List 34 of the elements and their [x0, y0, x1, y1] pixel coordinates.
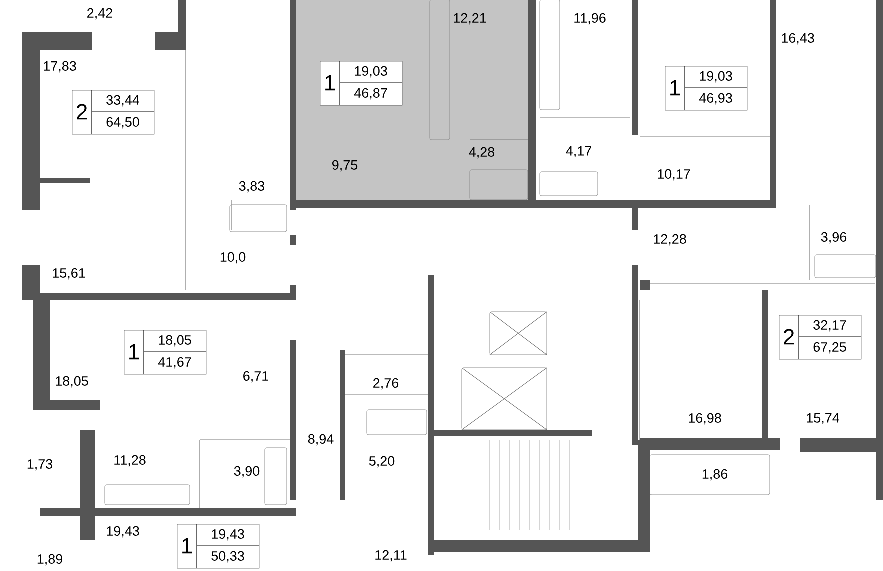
apartment-badge: 1 19,03 46,87 [320, 60, 403, 106]
room-area: 9,75 [332, 160, 358, 172]
room-area: 15,61 [53, 268, 86, 280]
apartment-badge: 1 19,43 50,33 [177, 524, 260, 569]
room-area: 4,17 [566, 146, 592, 158]
room-area: 1,73 [28, 459, 53, 471]
room-area: 5,20 [369, 456, 395, 468]
room-area: 12,28 [654, 234, 686, 246]
room-area: 12,11 [376, 550, 407, 562]
room-area: 18,05 [56, 376, 88, 388]
room-area: 4,28 [469, 147, 495, 159]
room-area: 19,43 [107, 526, 140, 538]
room-area: 15,74 [807, 414, 840, 424]
apartment-badge: 2 32,17 67,25 [779, 314, 862, 360]
room-area: 3,83 [239, 181, 265, 193]
room-area: 1,86 [702, 469, 728, 481]
room-area: 11,96 [574, 13, 606, 25]
room-area: 2,76 [374, 378, 399, 390]
room-area: 3,96 [821, 232, 847, 244]
room-area: 10,17 [658, 169, 690, 181]
room-area: 10,0 [220, 252, 246, 264]
room-area: 3,90 [234, 466, 260, 478]
apartment-badge: 2 33,44 64,50 [72, 90, 155, 135]
room-area: 1,89 [38, 554, 62, 566]
room-area: 8,94 [308, 434, 334, 446]
apartment-badge: 1 18,05 41,67 [124, 330, 207, 375]
room-area: 16,98 [689, 413, 722, 425]
room-area: 6,71 [244, 371, 268, 383]
room-area: 16,43 [782, 33, 814, 45]
apartment-badge: 1 19,03 46,93 [665, 66, 748, 111]
room-area: 12,21 [454, 13, 486, 25]
room-area: 17,83 [44, 61, 76, 73]
room-area: 11,28 [114, 455, 146, 467]
room-area: 2,42 [88, 8, 112, 20]
